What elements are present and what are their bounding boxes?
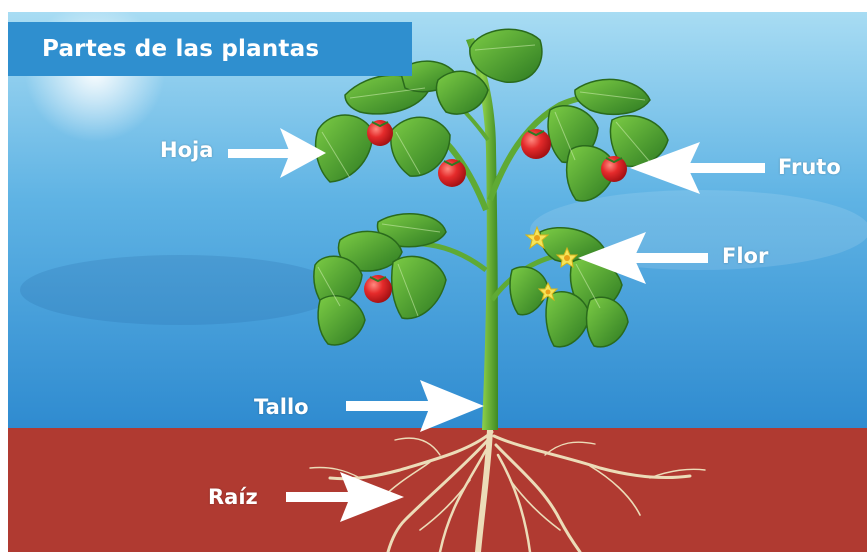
leaves xyxy=(313,28,669,348)
arrows xyxy=(228,128,765,522)
arrow-hoja xyxy=(228,128,326,178)
fruit xyxy=(367,120,393,146)
arrow-fruto xyxy=(630,142,765,194)
leaf-veins xyxy=(317,44,651,317)
flowers xyxy=(524,225,579,302)
flower xyxy=(524,225,550,250)
fruit xyxy=(601,156,627,182)
arrow-tallo xyxy=(346,380,484,432)
label-fruto: Fruto xyxy=(778,155,841,179)
label-raiz: Raíz xyxy=(208,485,258,509)
cloud-shadow xyxy=(20,255,340,325)
arrow-raiz xyxy=(286,472,404,522)
label-tallo: Tallo xyxy=(254,395,309,419)
label-hoja: Hoja xyxy=(160,138,214,162)
arrow-flor xyxy=(578,232,708,284)
fruit xyxy=(521,129,551,159)
title-bar: Partes de las plantas xyxy=(8,22,412,76)
flower xyxy=(537,281,559,302)
diagram-title: Partes de las plantas xyxy=(42,36,320,62)
fruits xyxy=(364,120,627,303)
label-flor: Flor xyxy=(722,244,769,268)
fruit xyxy=(438,159,466,187)
fruit xyxy=(364,275,392,303)
flower xyxy=(555,246,579,269)
roots xyxy=(309,427,706,552)
